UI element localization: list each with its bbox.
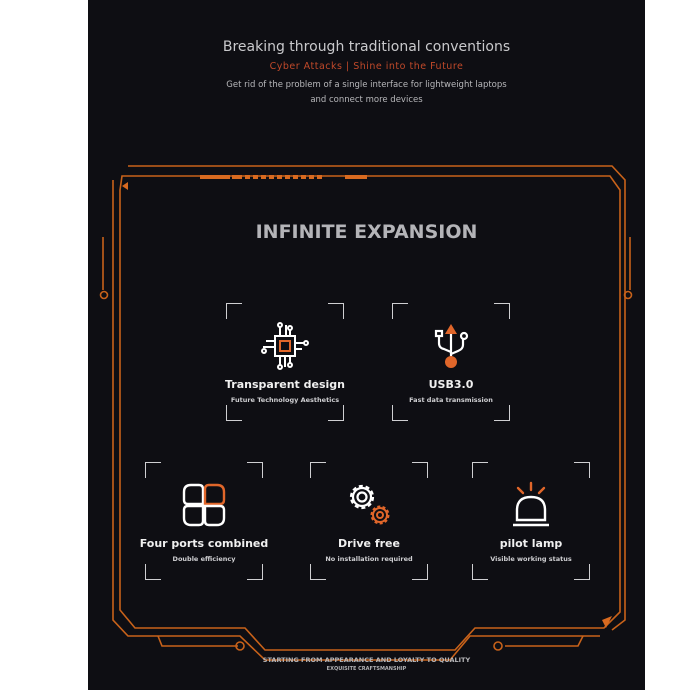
tagline: Cyber Attacks | Shine into the Future xyxy=(269,61,464,72)
feature-title: pilot lamp xyxy=(499,537,563,550)
footer-subslogan: EXQUISITE CRAFTSMANSHIP xyxy=(326,666,407,672)
feature-card-transparent-design: Transparent design Future Technology Aes… xyxy=(225,303,345,421)
feature-subtitle: Double efficiency xyxy=(172,555,236,563)
feature-subtitle: No installation required xyxy=(325,555,413,563)
four-ports-icon xyxy=(182,483,226,527)
feature-title: Drive free xyxy=(338,537,400,550)
section-title: INFINITE EXPANSION xyxy=(255,221,478,243)
usb-icon xyxy=(434,324,469,368)
lamp-icon xyxy=(513,481,549,527)
gears-icon xyxy=(349,484,390,525)
feature-subtitle: Future Technology Aesthetics xyxy=(230,396,340,404)
feature-title: Transparent design xyxy=(225,378,345,391)
description: Get rid of the problem of a single inter… xyxy=(88,78,645,108)
headline: Breaking through traditional conventions xyxy=(222,39,511,55)
chip-icon xyxy=(261,322,309,370)
feature-card-pilot-lamp: pilot lamp Visible working status xyxy=(472,462,590,580)
feature-subtitle: Visible working status xyxy=(490,555,572,563)
footer-slogan: STARTING FROM APPEARANCE AND LOYALTY TO … xyxy=(262,656,471,664)
description-line-1: Get rid of the problem of a single inter… xyxy=(226,80,507,90)
description-line-2: and connect more devices xyxy=(310,95,423,105)
feature-title: USB3.0 xyxy=(428,378,474,391)
feature-title: Four ports combined xyxy=(139,537,269,550)
feature-card-four-ports: Four ports combined Double efficiency xyxy=(140,462,268,580)
feature-subtitle: Fast data transmission xyxy=(409,396,493,404)
feature-card-drive-free: Drive free No installation required xyxy=(310,462,428,580)
feature-card-usb: USB3.0 Fast data transmission xyxy=(392,303,510,421)
